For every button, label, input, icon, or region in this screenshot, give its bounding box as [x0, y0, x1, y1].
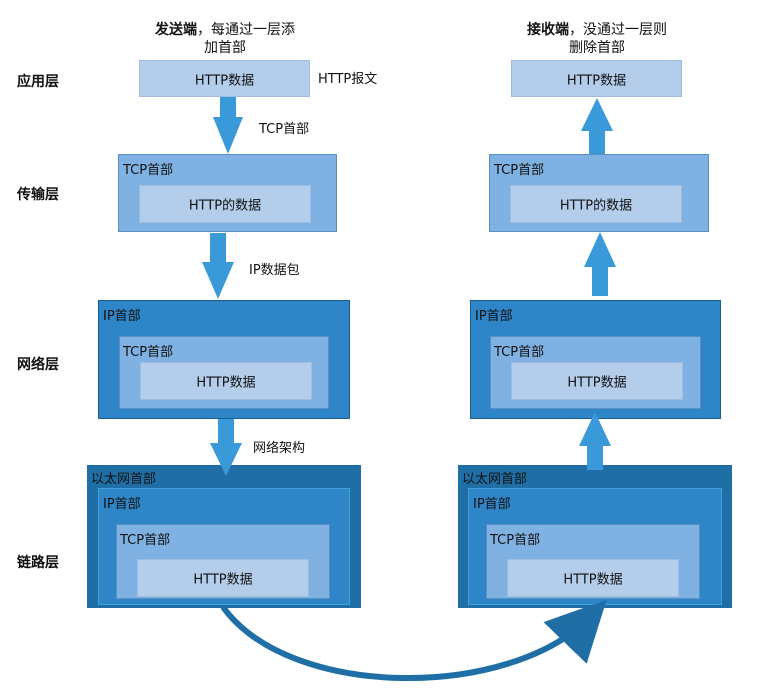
receiver-network-http-box: HTTP数据	[511, 362, 683, 400]
receiver-app-http-box: HTTP数据	[511, 60, 682, 97]
sender-link-http-label: HTTP数据	[193, 572, 253, 588]
sender-app-http-box: HTTP数据	[139, 60, 310, 97]
sender-heading: 发送端，每通过一层添 加首部	[140, 21, 310, 57]
sender-transport-http-label: HTTP的数据	[188, 198, 262, 214]
sender-link-eth-label: 以太网首部	[91, 472, 157, 487]
sender-network-tcp-box: TCP首部 HTTP数据	[119, 336, 329, 409]
sender-transport-tcp-box: TCP首部 HTTP的数据	[118, 154, 337, 232]
receiver-link-http-box: HTTP数据	[507, 559, 679, 597]
receiver-network-ip-box: IP首部 TCP首部 HTTP数据	[470, 300, 721, 419]
sender-heading-bold: 发送端	[155, 22, 197, 38]
receiver-link-tcp-box: TCP首部 HTTP数据	[486, 524, 700, 599]
receiver-link-eth-box: 以太网首部 IP首部 TCP首部 HTTP数据	[458, 465, 732, 608]
down-arrow-transport-to-network	[202, 233, 234, 299]
receiver-heading-line2: 删除首部	[569, 40, 625, 56]
receiver-link-eth-label: 以太网首部	[462, 472, 528, 487]
receiver-heading-rest: ，没通过一层则	[569, 22, 667, 38]
layer-label-link: 链路层	[17, 555, 59, 571]
receiver-transport-http-box: HTTP的数据	[510, 185, 682, 223]
up-arrow-link-to-network	[579, 412, 611, 470]
layer-label-application: 应用层	[17, 74, 59, 90]
up-arrow-transport-to-app	[581, 98, 613, 154]
receiver-transport-http-label: HTTP的数据	[559, 198, 633, 214]
receiver-transport-tcp-box: TCP首部 HTTP的数据	[489, 154, 709, 232]
receiver-app-http-label: HTTP数据	[566, 73, 627, 88]
transmission-curve-arrow	[220, 599, 607, 681]
sender-network-ip-box: IP首部 TCP首部 HTTP数据	[98, 300, 350, 419]
layer-label-network: 网络层	[17, 357, 59, 373]
sender-transport-tcp-label: TCP首部	[123, 163, 174, 178]
sender-link-ip-label: IP首部	[103, 497, 141, 512]
receiver-network-http-label: HTTP数据	[567, 375, 627, 391]
sender-link-eth-box: 以太网首部 IP首部 TCP首部 HTTP数据	[87, 465, 361, 608]
receiver-link-ip-box: IP首部 TCP首部 HTTP数据	[468, 488, 722, 605]
sender-link-tcp-label: TCP首部	[120, 533, 171, 548]
receiver-network-tcp-label: TCP首部	[494, 345, 545, 360]
sender-network-http-box: HTTP数据	[140, 362, 312, 400]
receiver-network-ip-label: IP首部	[475, 309, 513, 324]
sender-heading-line2: 加首部	[204, 40, 246, 56]
sender-network-ip-label: IP首部	[103, 309, 141, 324]
receiver-transport-tcp-label: TCP首部	[494, 163, 545, 178]
sender-network-tcp-label: TCP首部	[123, 345, 174, 360]
receiver-link-ip-label: IP首部	[473, 497, 511, 512]
ip-packet-note: IP数据包	[249, 263, 300, 278]
sender-link-ip-box: IP首部 TCP首部 HTTP数据	[98, 488, 350, 605]
sender-network-http-label: HTTP数据	[196, 375, 256, 391]
receiver-heading-bold: 接收端	[527, 22, 569, 38]
sender-link-tcp-box: TCP首部 HTTP数据	[116, 524, 330, 599]
sender-app-http-label: HTTP数据	[194, 73, 255, 88]
up-arrow-network-to-transport	[584, 232, 616, 296]
network-frame-note: 网络架构	[253, 441, 306, 456]
tcp-header-note: TCP首部	[259, 122, 310, 137]
receiver-link-tcp-label: TCP首部	[490, 533, 541, 548]
sender-transport-http-box: HTTP的数据	[139, 185, 311, 223]
receiver-link-http-label: HTTP数据	[563, 572, 623, 588]
receiver-network-tcp-box: TCP首部 HTTP数据	[490, 336, 701, 409]
down-arrow-app-to-transport	[213, 97, 243, 154]
sender-link-http-box: HTTP数据	[137, 559, 309, 597]
sender-heading-rest: ，每通过一层添	[197, 22, 295, 38]
receiver-heading: 接收端，没通过一层则 删除首部	[512, 21, 682, 57]
http-message-note: HTTP报文	[318, 72, 378, 87]
layer-label-transport: 传输层	[17, 187, 59, 203]
